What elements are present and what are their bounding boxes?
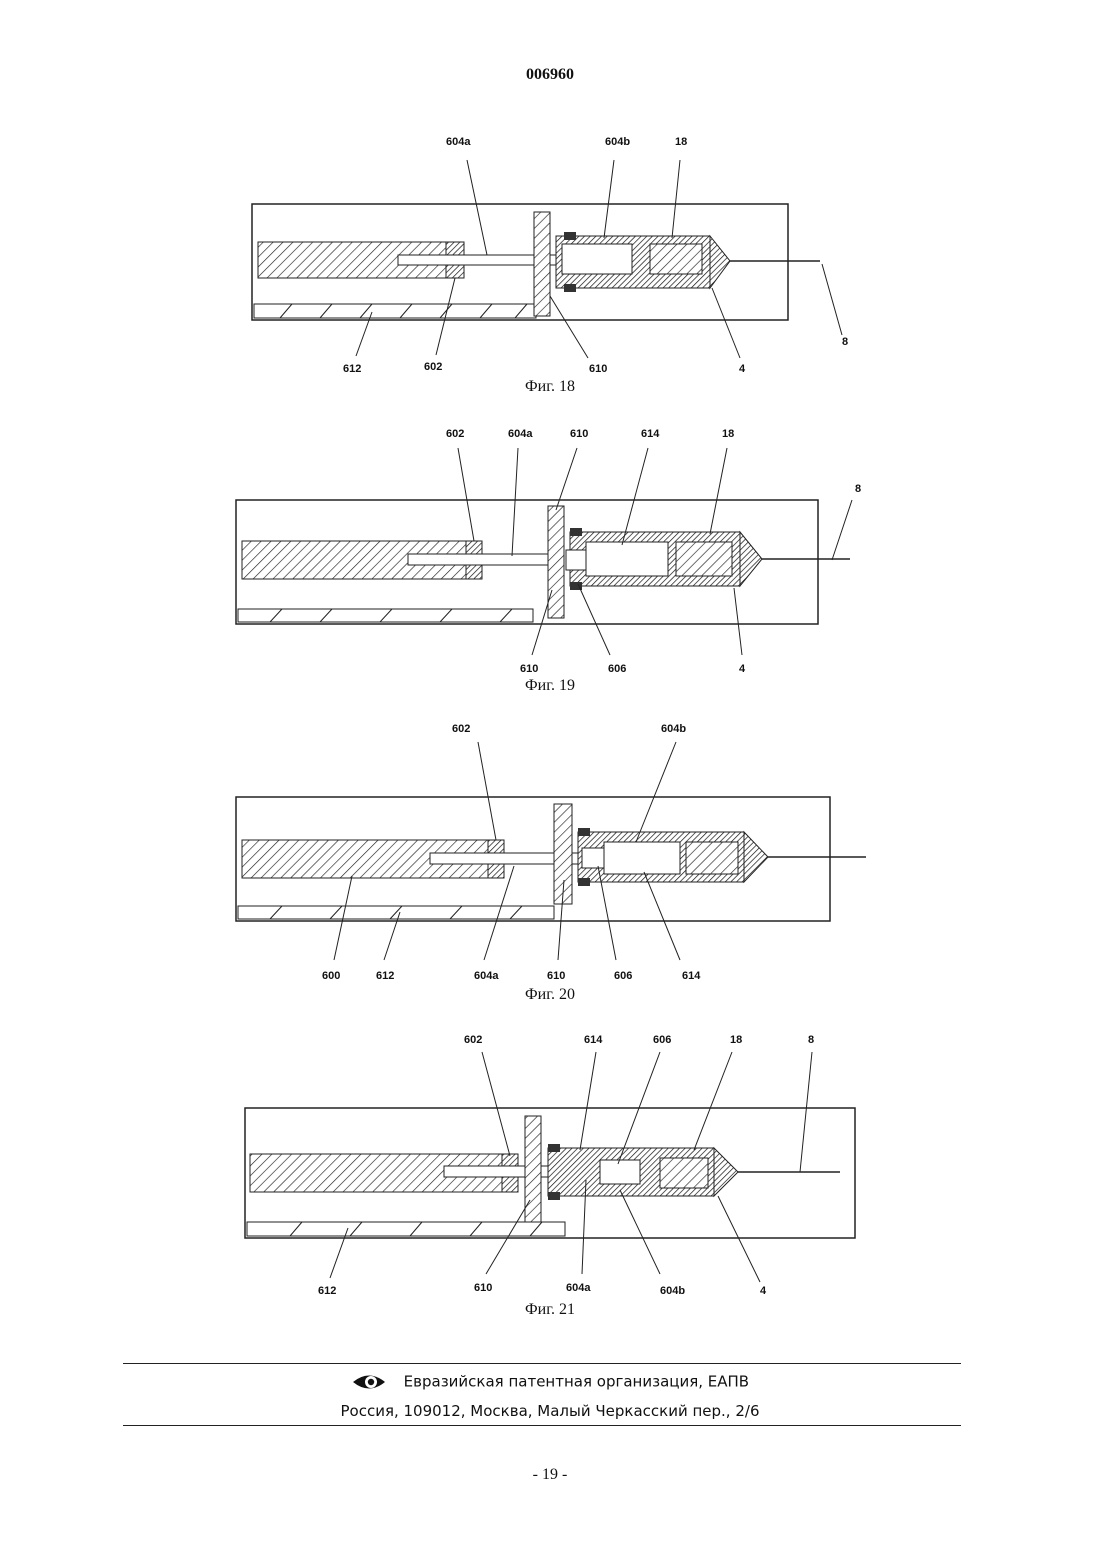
fig20-label-610: 610 <box>547 970 565 982</box>
fig20-label-600: 600 <box>322 970 340 982</box>
figure-19: 602 604a 610 614 18 8 610 606 4 <box>236 428 861 675</box>
fig18-label-610: 610 <box>589 363 607 375</box>
fig19-label-610-bottom: 610 <box>520 663 538 675</box>
fig21-label-8: 8 <box>808 1034 814 1046</box>
fig21-label-18: 18 <box>730 1034 742 1046</box>
fig21-label-606: 606 <box>653 1034 671 1046</box>
fig20-label-614: 614 <box>682 970 701 982</box>
fig20-label-606: 606 <box>614 970 632 982</box>
fig20-label-604b: 604b <box>661 723 686 735</box>
fig18-label-18: 18 <box>675 136 687 148</box>
fig20-label-602: 602 <box>452 723 470 735</box>
figure-21-caption: Фиг. 21 <box>0 1301 1100 1319</box>
fig19-label-606: 606 <box>608 663 626 675</box>
figure-19-caption: Фиг. 19 <box>0 677 1100 695</box>
fig18-label-4: 4 <box>739 363 746 375</box>
footer-bottom-rule <box>123 1425 961 1426</box>
fig18-label-612: 612 <box>343 363 361 375</box>
figure-18: 604a 604b 18 8 612 602 610 4 <box>252 136 848 375</box>
figure-20-caption: Фиг. 20 <box>0 986 1100 1004</box>
figure-21: 602 614 606 18 8 612 610 604a 604b 4 <box>245 1034 855 1297</box>
fig20-label-612: 612 <box>376 970 394 982</box>
fig21-label-4: 4 <box>760 1285 767 1297</box>
fig21-label-604b: 604b <box>660 1285 685 1297</box>
fig19-label-4: 4 <box>739 663 746 675</box>
fig18-label-8: 8 <box>842 336 848 348</box>
eapo-eye-logo-icon <box>351 1371 387 1393</box>
fig21-label-610: 610 <box>474 1282 492 1294</box>
fig19-label-610-top: 610 <box>570 428 588 440</box>
fig21-label-614: 614 <box>584 1034 603 1046</box>
fig18-label-604a: 604a <box>446 136 471 148</box>
fig18-label-604b: 604b <box>605 136 630 148</box>
fig19-label-614: 614 <box>641 428 660 440</box>
fig19-label-8: 8 <box>855 483 861 495</box>
fig19-label-604a: 604a <box>508 428 533 440</box>
org-name: Евразийская патентная организация, ЕАПВ <box>404 1373 749 1391</box>
figure-18-caption: Фиг. 18 <box>0 378 1100 396</box>
footer-top-rule <box>123 1363 961 1364</box>
fig19-label-18: 18 <box>722 428 734 440</box>
figure-20: 602 604b 600 612 604a 610 606 614 <box>236 723 866 982</box>
fig21-label-604a: 604a <box>566 1282 591 1294</box>
org-address: Россия, 109012, Москва, Малый Черкасский… <box>0 1402 1100 1420</box>
fig20-label-604a: 604a <box>474 970 499 982</box>
page-number: - 19 - <box>0 1466 1100 1484</box>
fig21-label-612: 612 <box>318 1285 336 1297</box>
fig19-label-602: 602 <box>446 428 464 440</box>
fig18-label-602: 602 <box>424 361 442 373</box>
fig21-label-602: 602 <box>464 1034 482 1046</box>
footer-org-line: Евразийская патентная организация, ЕАПВ <box>0 1371 1100 1393</box>
document-number: 006960 <box>0 66 1100 84</box>
